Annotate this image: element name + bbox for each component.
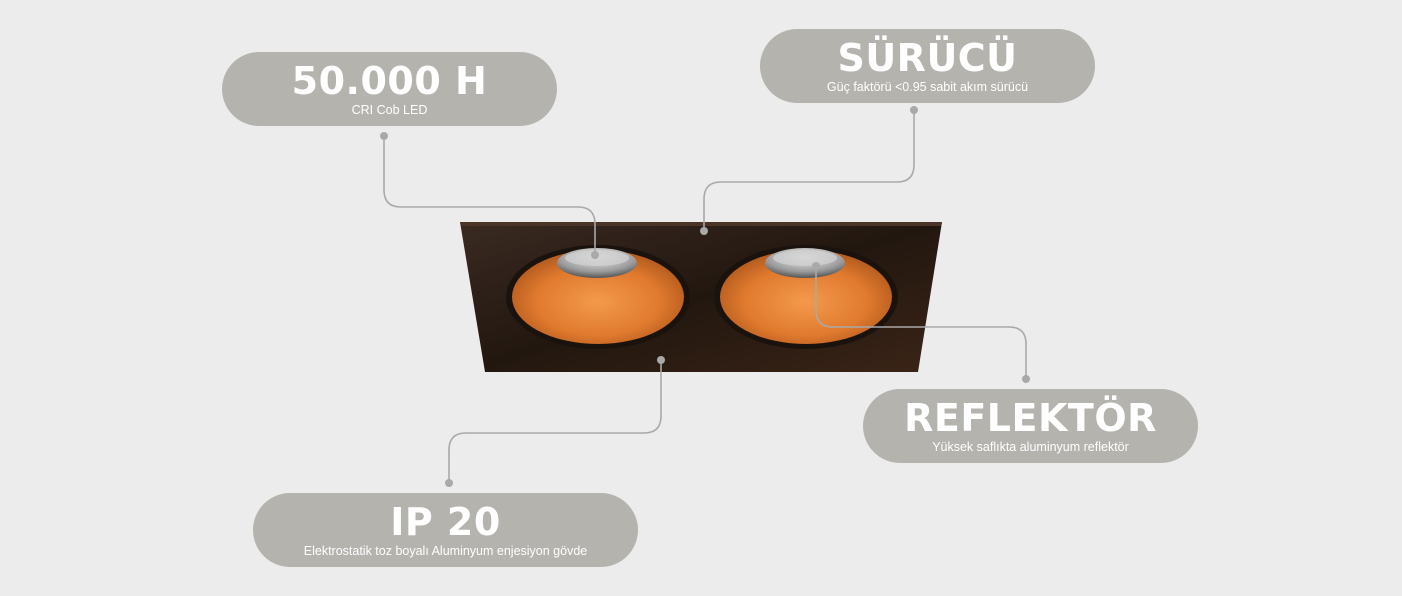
connector-dot [812,262,820,270]
callout-title: SÜRÜCÜ [837,36,1018,80]
callout-title: IP 20 [390,500,501,544]
connector-dot [445,479,453,487]
connector-dot [380,132,388,140]
housing-top-edge [460,222,942,226]
callout-reflector: REFLEKTÖR Yüksek saflıkta aluminyum refl… [863,389,1198,463]
connector-dot [910,106,918,114]
callout-driver: SÜRÜCÜ Güç faktörü <0.95 sabit akım sürü… [760,29,1095,103]
right-reflector-cup [720,250,892,344]
left-reflector-cup [512,250,684,344]
callout-title: REFLEKTÖR [904,396,1157,440]
callout-subtitle: Elektrostatik toz boyalı Aluminyum enjes… [303,544,588,558]
callout-ip-rating: IP 20 Elektrostatik toz boyalı Aluminyum… [253,493,638,567]
connector-dot [700,227,708,235]
connector-led [383,136,596,255]
connector-dot [657,356,665,364]
callout-subtitle: Güç faktörü <0.95 sabit akım sürücü [826,80,1029,94]
callout-led-life: 50.000 H CRI Cob LED [222,52,557,126]
callout-subtitle: Yüksek saflıkta aluminyum reflektör [932,440,1129,454]
callout-title: 50.000 H [291,59,488,103]
connector-dot [591,251,599,259]
callout-subtitle: CRI Cob LED [351,103,428,117]
connector-reflector [815,266,1027,379]
connector-driver [703,110,915,231]
connector-dot [1022,375,1030,383]
connector-ip [448,360,662,483]
